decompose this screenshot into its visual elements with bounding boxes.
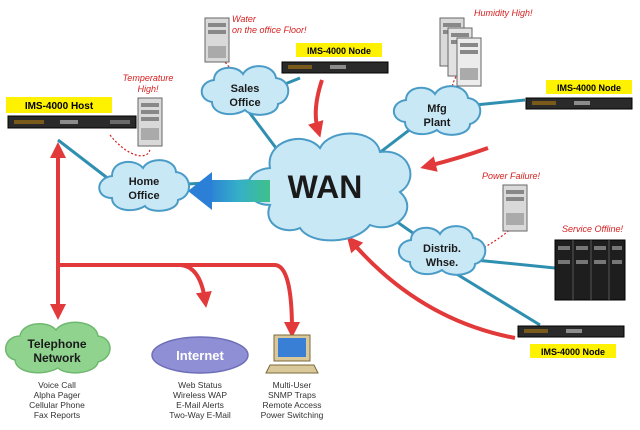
alert-humidity: Humidity High!: [474, 8, 533, 18]
distrib-whse-label-line2: Whse.: [426, 257, 458, 269]
home-office-cloud: Home Office: [98, 159, 190, 212]
sales-office-cloud: Sales Office: [200, 65, 290, 116]
alert-water-line2: on the office Floor!: [232, 25, 307, 35]
ims-host-label-bg: [6, 97, 112, 113]
arrow-sales-to-wan: [308, 79, 324, 138]
server-tower-icon: [456, 37, 482, 87]
computer-item: Power Switching: [261, 410, 324, 420]
internet: Internet Web Status Wireless WAP E-Mail …: [151, 336, 249, 420]
ims-sales-node-device: IMS-4000 Node: [281, 43, 389, 74]
alert-power-failure: Power Failure!: [482, 171, 541, 181]
ims-sales-node-label-bg: [296, 43, 382, 57]
ims-distrib-node-device: IMS-4000 Node: [517, 325, 625, 358]
computer-item: Remote Access: [262, 400, 321, 410]
wan-cloud: WAN: [246, 132, 412, 242]
alert-labels: Temperature High! Water on the office Fl…: [123, 8, 624, 234]
arrow-mfg-to-wan: [420, 146, 489, 172]
arrow-distrib-to-wan: [346, 235, 516, 340]
ims-sales-node-label: IMS-4000 Node: [307, 46, 371, 56]
internet-title: Internet: [176, 348, 224, 363]
laptop-icon: [265, 334, 319, 374]
link-home-host: [57, 138, 111, 182]
internet-item: E-Mail Alerts: [176, 400, 224, 410]
distrib-whse-cloud: Distrib. Whse.: [397, 225, 487, 276]
arrow-host-internet: [58, 263, 212, 308]
telephone-title-line1: Telephone: [27, 337, 86, 351]
wan-to-home-arrow: [188, 172, 270, 210]
internet-ellipse: [151, 336, 249, 374]
computer: Multi-User SNMP Traps Remote Access Powe…: [261, 334, 324, 420]
ims-host-label: IMS-4000 Host: [25, 101, 94, 112]
computer-item: SNMP Traps: [268, 390, 316, 400]
telephone-item: Voice Call: [38, 380, 76, 390]
server-tower-icon: [204, 17, 230, 63]
sales-office-label-line2: Office: [229, 97, 260, 109]
alert-service-offline: Service Offline!: [562, 224, 624, 234]
telephone-item: Fax Reports: [34, 410, 80, 420]
wan-label: WAN: [288, 169, 363, 205]
server-tower-icon: [137, 97, 163, 147]
mfg-plant-label-line2: Plant: [424, 117, 451, 129]
mfg-plant-cloud: Mfg Plant: [392, 85, 482, 136]
home-office-label-line2: Office: [128, 190, 159, 202]
internet-item: Wireless WAP: [173, 390, 227, 400]
ims-mfg-node-device: IMS-4000 Node: [525, 80, 633, 110]
alert-temperature-line2: High!: [137, 84, 159, 94]
telephone-item: Cellular Phone: [29, 400, 85, 410]
computer-item: Multi-User: [273, 380, 312, 390]
internet-item: Two-Way E-Mail: [169, 410, 231, 420]
telephone-network: Telephone Network Voice Call Alpha Pager…: [5, 321, 111, 420]
link-distrib-node: [449, 268, 541, 327]
link-distrib-rack: [474, 258, 556, 270]
sensor-link-home: [109, 134, 151, 157]
ims-distrib-node-label: IMS-4000 Node: [541, 347, 605, 357]
mfg-plant-label-line1: Mfg: [427, 103, 447, 115]
ims-mfg-node-label-bg: [546, 80, 632, 94]
ims-distrib-node-label-bg: [530, 344, 616, 358]
home-office-label-line1: Home: [129, 176, 160, 188]
telephone-item: Alpha Pager: [34, 390, 81, 400]
equipment-rack-icon: [554, 239, 626, 301]
telephone-network-cloud: [5, 321, 111, 374]
alert-temperature-line1: Temperature: [123, 73, 174, 83]
sales-office-label-line1: Sales: [231, 83, 260, 95]
telephone-title-line2: Network: [33, 351, 81, 365]
ims-mfg-node-label: IMS-4000 Node: [557, 83, 621, 93]
alert-water-line1: Water: [232, 14, 257, 24]
alert-arrows: [50, 79, 516, 340]
arrow-host-computer: [180, 263, 300, 338]
internet-item: Web Status: [178, 380, 222, 390]
ims-host-device: IMS-4000 Host: [6, 97, 137, 129]
distrib-whse-label-line1: Distrib.: [423, 243, 461, 255]
server-tower-icon: [502, 184, 528, 232]
